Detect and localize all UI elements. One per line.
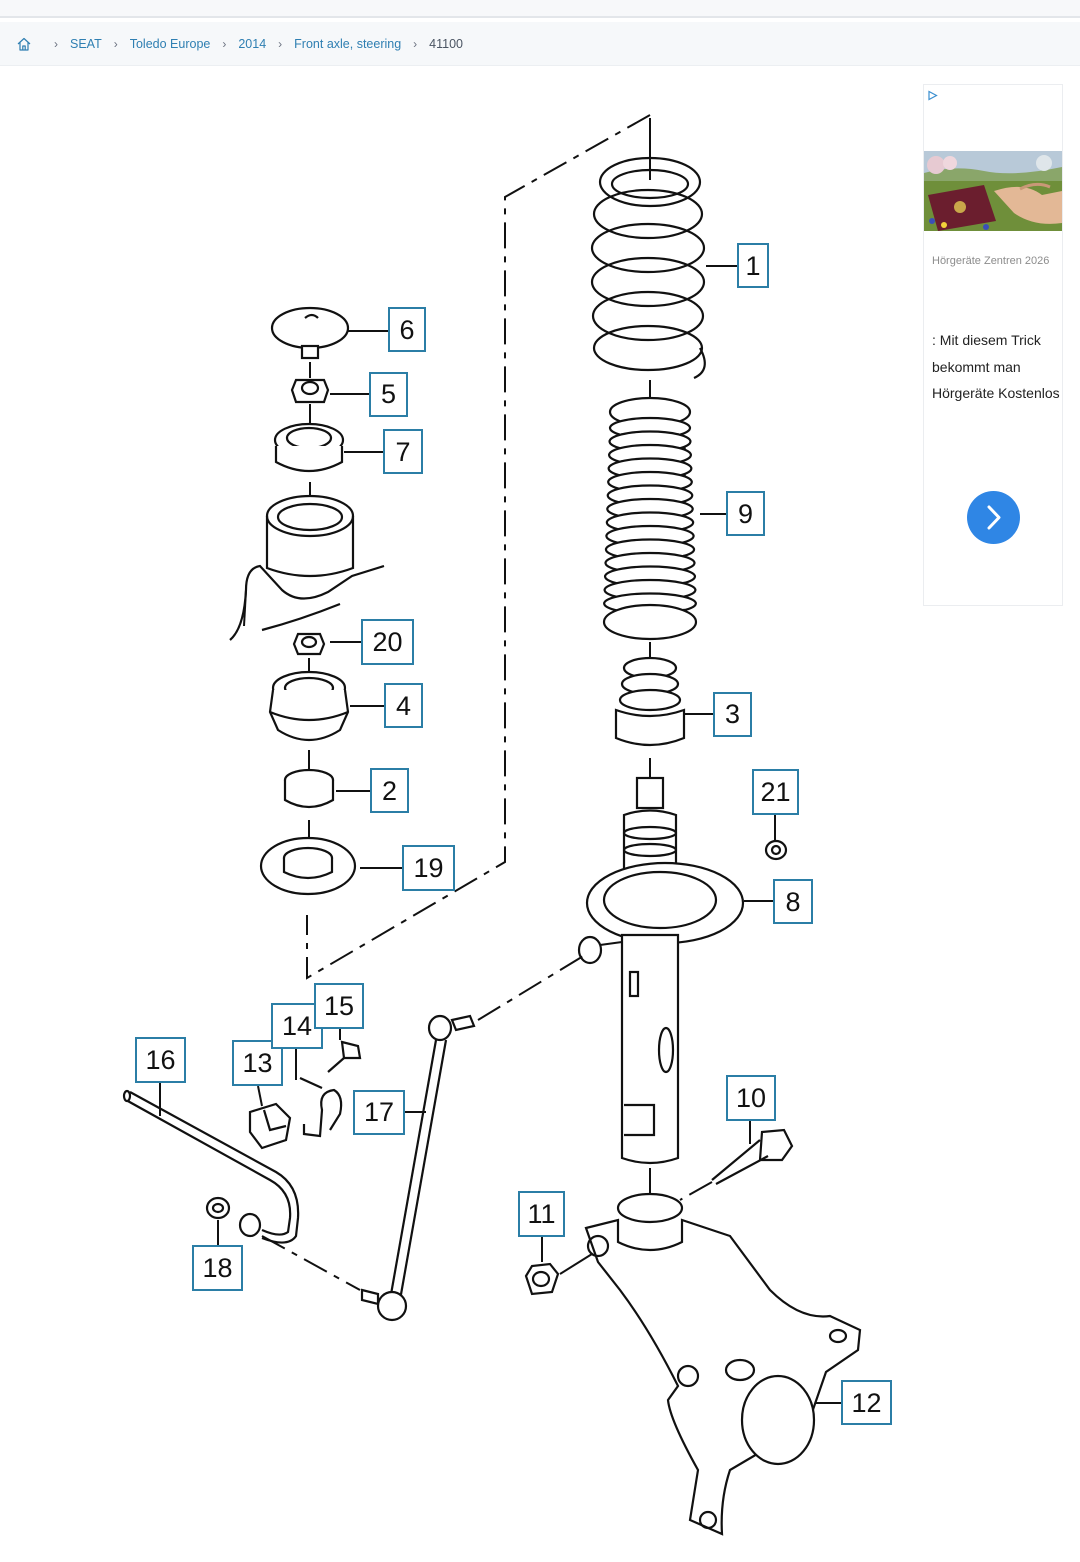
breadcrumb-separator: › xyxy=(278,37,283,51)
svg-text:20: 20 xyxy=(372,627,402,657)
part-label-5[interactable]: 5 xyxy=(369,372,408,417)
part-label-16[interactable]: 16 xyxy=(135,1037,186,1083)
breadcrumb-link-model[interactable]: Toledo Europe xyxy=(129,37,211,51)
svg-text:10: 10 xyxy=(736,1083,766,1113)
mount-bearing-4-part[interactable] xyxy=(268,658,350,741)
svg-text:9: 9 xyxy=(738,499,753,529)
steering-knuckle-part[interactable] xyxy=(584,1168,862,1536)
breadcrumb-link-year[interactable]: 2014 xyxy=(238,37,267,51)
chevron-right-icon xyxy=(987,505,1001,530)
svg-text:14: 14 xyxy=(282,1011,312,1041)
part-label-18[interactable]: 18 xyxy=(192,1245,243,1291)
ad-image[interactable] xyxy=(924,151,1062,231)
advertisement[interactable]: Hörgeräte Zentren 2026 : Mit diesem Tric… xyxy=(923,84,1063,606)
protective-boot-part[interactable] xyxy=(602,380,698,641)
part-label-11[interactable]: 11 xyxy=(518,1191,565,1237)
svg-text:11: 11 xyxy=(527,1199,555,1229)
nut-21-part[interactable] xyxy=(764,814,788,861)
part-labels: 1 2 3 4 5 6 7 8 9 10 11 12 13 14 15 16 1… xyxy=(135,243,892,1425)
svg-text:1: 1 xyxy=(745,251,760,281)
part-label-7[interactable]: 7 xyxy=(383,429,423,474)
spacer-2-part[interactable] xyxy=(283,750,335,809)
parts-diagram: 1 2 3 4 5 6 7 8 9 10 11 12 13 14 15 16 1… xyxy=(0,66,910,1562)
svg-text:5: 5 xyxy=(381,379,396,409)
stabilizer-bar-part[interactable] xyxy=(122,1089,300,1244)
nut-11-part[interactable] xyxy=(524,1253,593,1296)
breadcrumb-current: 41100 xyxy=(429,37,464,51)
ad-headline[interactable]: : Mit diesem Trick bekommt man Hörgeräte… xyxy=(932,332,1060,401)
bolt-10-part[interactable] xyxy=(679,1120,794,1201)
svg-text:19: 19 xyxy=(413,853,443,883)
breadcrumb-link-brand[interactable]: SEAT xyxy=(70,37,102,51)
svg-text:13: 13 xyxy=(242,1048,272,1078)
svg-text:15: 15 xyxy=(324,991,354,1021)
part-label-14[interactable]: 14 xyxy=(271,1003,323,1049)
part-label-3[interactable]: 3 xyxy=(713,692,752,737)
rubber-bush-13-part[interactable] xyxy=(248,1085,292,1150)
breadcrumb-bar: › SEAT › Toledo Europe › 2014 › Front ax… xyxy=(0,22,1080,66)
ad-brand[interactable]: Hörgeräte Zentren 2026 xyxy=(932,255,1050,267)
breadcrumb-separator: › xyxy=(222,37,227,51)
bump-stop-part[interactable] xyxy=(614,642,686,747)
svg-text:16: 16 xyxy=(145,1045,175,1075)
strut-mount-body xyxy=(229,482,385,641)
part-label-15[interactable]: 15 xyxy=(314,983,364,1029)
svg-text:4: 4 xyxy=(396,691,411,721)
svg-text:7: 7 xyxy=(395,437,410,467)
nut-18-part[interactable] xyxy=(205,1196,231,1220)
part-label-2[interactable]: 2 xyxy=(370,768,409,813)
svg-text:3: 3 xyxy=(725,699,740,729)
part-label-20[interactable]: 20 xyxy=(361,619,414,665)
svg-text:18: 18 xyxy=(202,1253,232,1283)
top-bar xyxy=(0,0,1080,18)
svg-text:6: 6 xyxy=(399,315,414,345)
washer-7-part[interactable] xyxy=(273,404,345,472)
part-label-9[interactable]: 9 xyxy=(726,491,765,536)
parts-diagram-drawing: 1 2 3 4 5 6 7 8 9 10 11 12 13 14 15 16 1… xyxy=(122,114,892,1536)
breadcrumb: › SEAT › Toledo Europe › 2014 › Front ax… xyxy=(16,36,463,52)
protection-cap-part[interactable] xyxy=(270,306,350,360)
clamp-14-part[interactable] xyxy=(295,1046,343,1138)
svg-text:2: 2 xyxy=(382,776,397,806)
breadcrumb-separator: › xyxy=(413,37,418,51)
svg-text:21: 21 xyxy=(760,777,790,807)
svg-text:8: 8 xyxy=(785,887,800,917)
spring-seat-19-part[interactable] xyxy=(259,820,357,896)
part-label-4[interactable]: 4 xyxy=(384,683,423,728)
part-label-8[interactable]: 8 xyxy=(773,879,813,924)
part-label-1[interactable]: 1 xyxy=(737,243,769,288)
svg-text:12: 12 xyxy=(851,1388,881,1418)
breadcrumb-separator: › xyxy=(113,37,118,51)
part-label-17[interactable]: 17 xyxy=(353,1090,405,1135)
part-label-12[interactable]: 12 xyxy=(841,1380,892,1425)
ad-cta-button[interactable] xyxy=(967,491,1020,544)
nut-20-part[interactable] xyxy=(292,632,326,656)
leader-lines xyxy=(159,265,842,1404)
coil-spring-part[interactable] xyxy=(590,118,706,380)
coupling-rod-part[interactable] xyxy=(261,954,586,1322)
shock-absorber-part[interactable] xyxy=(577,758,745,1165)
breadcrumb-separator: › xyxy=(54,37,58,51)
home-icon[interactable] xyxy=(16,36,32,52)
part-label-19[interactable]: 19 xyxy=(402,845,455,891)
part-label-21[interactable]: 21 xyxy=(752,769,799,815)
breadcrumb-link-group[interactable]: Front axle, steering xyxy=(294,37,402,51)
svg-text:17: 17 xyxy=(364,1097,394,1127)
part-label-6[interactable]: 6 xyxy=(388,307,426,352)
bolt-15-part[interactable] xyxy=(327,1028,362,1073)
hex-nut-part[interactable] xyxy=(290,362,330,404)
play-triangle-icon[interactable] xyxy=(927,88,938,101)
part-label-10[interactable]: 10 xyxy=(726,1075,776,1121)
